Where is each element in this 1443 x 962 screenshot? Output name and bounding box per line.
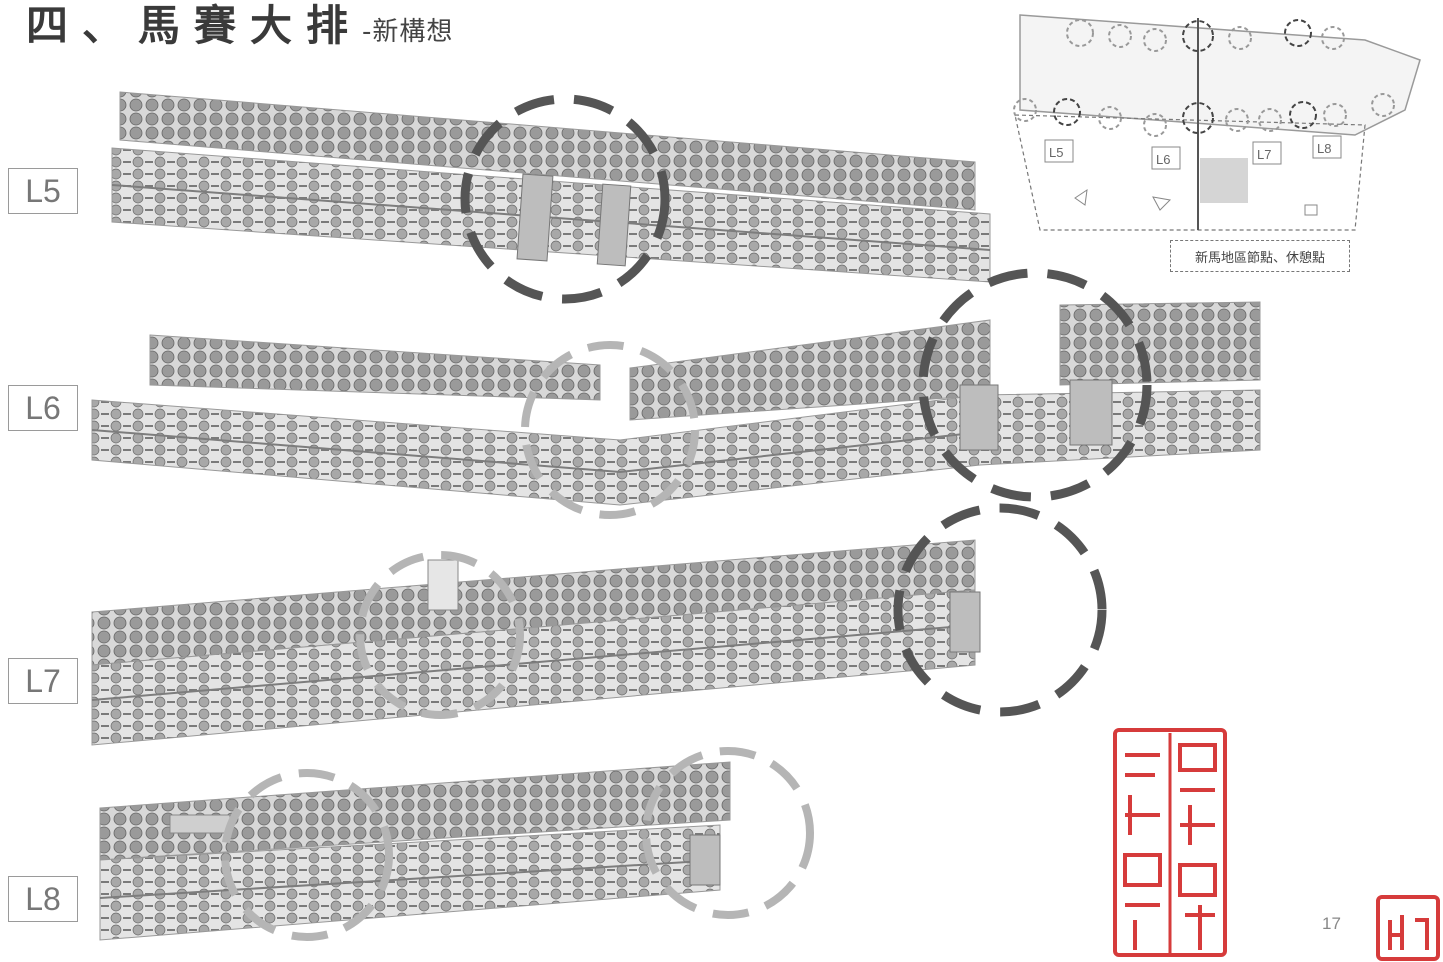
plan-strip-l8	[99, 747, 814, 941]
page-subtitle: -新構想	[362, 17, 454, 47]
red-seals	[1113, 728, 1440, 961]
seal-stamp-large	[1113, 728, 1227, 957]
keymap-label-l5: L5	[1049, 145, 1063, 160]
node-circle-l7-light	[356, 551, 524, 719]
page-title: 四、馬賽大排-新構想	[26, 0, 453, 53]
plan-strip-l6	[91, 268, 1261, 519]
key-map: L5 L6 L7 L8	[1013, 14, 1421, 231]
node-circle-l8-b	[642, 747, 814, 919]
keymap-label-l7: L7	[1257, 147, 1271, 162]
node-circle-l6-dark	[918, 268, 1152, 502]
node-circle-l7-dark	[893, 503, 1107, 717]
keymap-legend: 新馬地區節點、休憩點	[1170, 240, 1350, 272]
plan-strip-l7	[91, 503, 1107, 746]
section-label-l7: L7	[8, 658, 78, 704]
node-circle-l8-a	[221, 769, 393, 941]
page-number: 17	[1322, 914, 1341, 933]
keymap-label-l8: L8	[1317, 141, 1331, 156]
keymap-label-l6: L6	[1156, 152, 1170, 167]
seal-stamp-small	[1376, 895, 1440, 961]
section-label-l5: L5	[8, 168, 78, 214]
section-label-l6: L6	[8, 385, 78, 431]
section-label-l8: L8	[8, 876, 78, 922]
node-circle-l6-light	[521, 341, 699, 519]
plan-strip-l5	[111, 91, 991, 304]
title-text: 四、馬賽大排	[26, 1, 363, 50]
node-circle-l5	[460, 94, 670, 304]
keymap-nodes	[1013, 19, 1395, 137]
